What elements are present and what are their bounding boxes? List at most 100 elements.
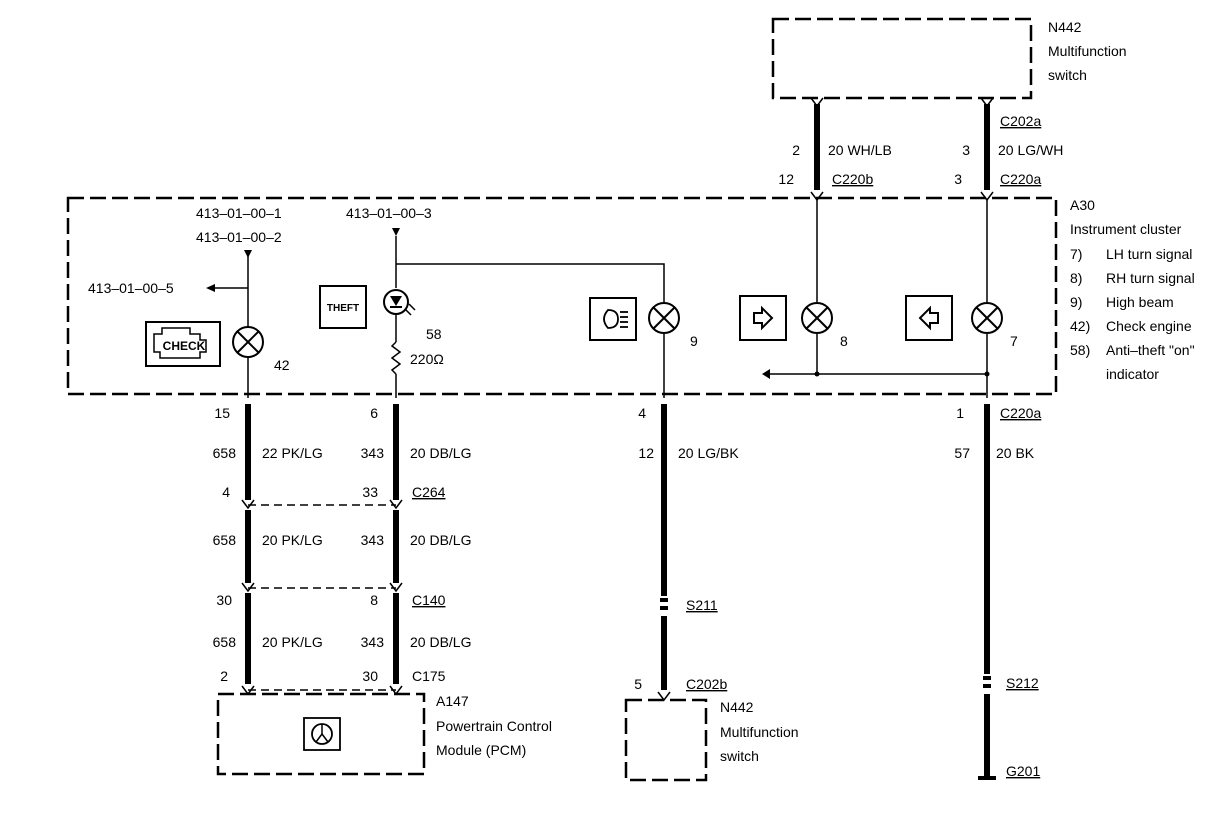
instrument-cluster-box [66,196,1058,396]
c264-right-pin [389,499,403,510]
lamp-42-check-engine [232,326,264,358]
n442-bottom-id: N442 [720,699,754,715]
n442-bottom-line2: switch [720,748,759,764]
pin-1: 1 [956,405,964,421]
color-lg-bk: 20 LG/BK [678,445,739,461]
resistor-label: 220Ω [410,351,444,367]
circuit-343-a: 343 [361,445,385,461]
circuit-343-c: 343 [361,634,385,650]
c175-pin-2: 2 [220,668,228,684]
a147-line1: Powertrain Control [436,718,552,734]
check-engine-icon [145,321,221,367]
n442-top-box [771,17,1033,100]
c264-pin-33: 33 [362,484,378,500]
n442-bottom-line1: Multifunction [720,724,799,740]
rh-turn-arrow-icon [739,295,787,341]
color-pk-lg-c: 20 PK/LG [262,634,323,650]
lamp-7-lh-turn [971,302,1003,334]
high-beam-icon [589,297,637,341]
resistor-220 [390,341,402,375]
conn-c264-label: C264 [412,484,446,500]
splice-s212-mark-a [983,676,991,680]
upper-right-color: 20 LG/WH [998,142,1063,158]
circuit-658-b: 658 [213,532,237,548]
ref-arrow-5 [206,284,215,292]
conn-c220a-bottom-label: C220a [1000,405,1041,421]
theft-icon [319,285,367,329]
check-engine-label: CHECK [163,339,206,353]
n442-top-id: N442 [1048,19,1082,35]
c140-left-pin [241,582,255,593]
ref-413-01-00-5: 413–01–00–5 [88,280,174,296]
lamp7-label: 7 [1010,333,1018,349]
legend-text: Check engine [1106,318,1192,334]
conn-c202b-label: C202b [686,676,727,692]
conn-c220b-label: C220b [832,171,873,187]
color-db-lg-b: 20 DB/LG [410,532,471,548]
conn-c220a-top-label: C220a [1000,171,1041,187]
splice-s212-label: S212 [1006,675,1039,691]
circuit-12: 12 [638,445,654,461]
color-db-lg-a: 20 DB/LG [410,445,471,461]
legend-text: High beam [1106,294,1174,310]
ref-arrow-3 [392,228,400,236]
ground-bus-arrow [762,369,770,379]
lamp58-label: 58 [426,326,442,342]
splice-s212-mark-b [983,684,991,688]
circuit-658-c: 658 [213,634,237,650]
ref-413-01-00-3: 413–01–00–3 [346,205,432,221]
circuit-57: 57 [954,445,970,461]
upper-left-cluster-pin: 12 [778,171,794,187]
circuit-658-a: 658 [213,445,237,461]
lamp9-label: 9 [690,333,698,349]
pcm-box [216,692,426,776]
legend-num: 9) [1070,294,1082,310]
pin-6: 6 [370,405,378,421]
n442-top-line1: Multifunction [1048,43,1127,59]
highbeam-feed-wire [396,263,665,302]
ref-arrow-1 [244,250,252,258]
ground-g201-label: G201 [1006,763,1040,779]
legend-num: 8) [1070,270,1082,286]
legend-num: 7) [1070,246,1082,262]
upper-left-pin: 2 [792,142,800,158]
pin-4: 4 [638,405,646,421]
legend-num: 58) [1070,342,1090,358]
legend: 7) LH turn signal 8) RH turn signal 9) H… [1070,246,1195,382]
splice-s211-mark-a [660,598,668,602]
conn-c140-label: C140 [412,592,446,608]
lamp42-label: 42 [274,357,290,373]
connector-c202a-left [810,97,824,108]
lamp-9-high-beam [648,302,680,334]
c140-right-pin [389,582,403,593]
c202b-pin-5: 5 [634,676,642,692]
pcm-symbol-icon [303,717,341,751]
c264-pin-4: 4 [222,484,230,500]
color-pk-lg-a: 22 PK/LG [262,445,323,461]
legend-text: RH turn signal [1106,270,1195,286]
legend-text: Anti–theft "on" [1106,342,1195,358]
conn-c202a-label: C202a [1000,113,1041,129]
a30-name: Instrument cluster [1070,221,1182,237]
c175-pin-30: 30 [362,668,378,684]
legend-num: 42) [1070,318,1090,334]
led-58-anti-theft [383,289,416,316]
c140-pin-8: 8 [370,592,378,608]
upper-right-cluster-pin: 3 [954,171,962,187]
c202b-pin [657,691,671,702]
circuit-343-b: 343 [361,532,385,548]
upper-right-pin: 3 [962,142,970,158]
conn-c175-label: C175 [412,668,446,684]
lh-turn-arrow-icon [905,295,953,341]
c175-right-pin [389,685,403,696]
splice-s211-mark-b [660,606,668,610]
splice-dot-8 [814,371,820,377]
lamp8-label: 8 [840,333,848,349]
c264-left-pin [241,499,255,510]
color-db-lg-c: 20 DB/LG [410,634,471,650]
theft-label: THEFT [327,303,359,314]
ref-413-01-00-2: 413–01–00–2 [196,229,282,245]
n442-top-line2: switch [1048,67,1087,83]
legend-text: LH turn signal [1106,246,1192,262]
